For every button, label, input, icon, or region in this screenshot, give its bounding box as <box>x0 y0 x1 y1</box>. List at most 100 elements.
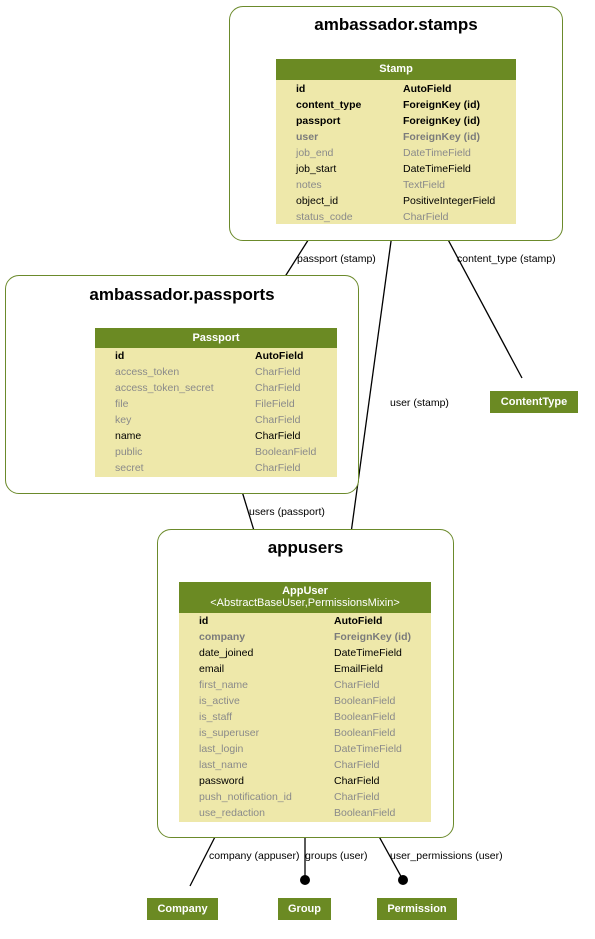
field-row: passport ForeignKey (id) <box>276 113 516 129</box>
field-name: last_name <box>199 759 248 771</box>
field-row: use_redaction BooleanField <box>179 805 431 821</box>
field-row: is_staff BooleanField <box>179 709 431 725</box>
field-row: content_type ForeignKey (id) <box>276 97 516 113</box>
model-contenttype[interactable]: ContentType <box>490 391 578 413</box>
field-name: user <box>296 131 319 143</box>
model-appuser[interactable]: AppUser <AbstractBaseUser,PermissionsMix… <box>179 582 431 822</box>
field-name: id <box>296 83 306 95</box>
field-type: DateTimeField <box>403 147 471 159</box>
field-type: ForeignKey (id) <box>334 631 412 643</box>
field-name: is_staff <box>199 711 233 723</box>
field-type: FileField <box>255 398 295 410</box>
field-type: CharField <box>255 414 301 426</box>
model-permission[interactable]: Permission <box>377 898 457 920</box>
model-header: Stamp <box>276 59 516 80</box>
field-row: first_name CharField <box>179 677 431 693</box>
model-subtitle: <AbstractBaseUser,PermissionsMixin> <box>210 597 400 609</box>
field-type: BooleanField <box>334 711 396 723</box>
field-row: file FileField <box>95 396 337 412</box>
field-name: is_superuser <box>199 727 260 739</box>
edge-company-appuser <box>189 830 219 887</box>
edge-label-content-type-stamp: content_type (stamp) <box>457 253 556 265</box>
field-type: CharField <box>255 462 301 474</box>
field-type: CharField <box>255 382 301 394</box>
field-name: object_id <box>296 195 339 207</box>
field-name: name <box>115 430 142 442</box>
field-name: company <box>199 631 246 643</box>
model-title: Stamp <box>379 63 413 75</box>
field-name: file <box>115 398 129 410</box>
field-name: job_end <box>296 147 334 159</box>
field-name: public <box>115 446 143 458</box>
edge-content-type-stamp <box>444 233 523 379</box>
field-type: DateTimeField <box>334 743 402 755</box>
field-name: password <box>199 775 244 787</box>
field-type: CharField <box>403 211 449 223</box>
edge-label-passport-stamp: passport (stamp) <box>297 253 376 265</box>
field-type: TextField <box>403 179 446 191</box>
field-row: public BooleanField <box>95 444 337 460</box>
model-title: Passport <box>192 332 240 344</box>
model-title: AppUser <box>282 585 328 597</box>
cluster-title: ambassador.stamps <box>314 15 478 34</box>
field-type: DateTimeField <box>403 163 471 175</box>
field-row: email EmailField <box>179 661 431 677</box>
field-name: access_token_secret <box>115 382 214 394</box>
edge-label-user-permissions-user: user_permissions (user) <box>390 850 503 862</box>
field-name: email <box>199 663 225 675</box>
field-name: is_active <box>199 695 240 707</box>
field-row: is_active BooleanField <box>179 693 431 709</box>
field-name: job_start <box>296 163 337 175</box>
field-type: PositiveIntegerField <box>403 195 496 207</box>
field-type: BooleanField <box>334 727 396 739</box>
cluster-title: appusers <box>267 538 344 557</box>
field-name: use_redaction <box>199 807 265 819</box>
field-type: AutoField <box>334 615 383 627</box>
model-header: AppUser <AbstractBaseUser,PermissionsMix… <box>179 582 431 613</box>
field-type: AutoField <box>255 350 304 362</box>
field-type: CharField <box>334 791 380 803</box>
edge-label-users-passport: users (passport) <box>249 506 325 518</box>
model-group[interactable]: Group <box>278 898 331 920</box>
field-row: name CharField <box>95 428 337 444</box>
field-type: BooleanField <box>255 446 317 458</box>
field-type: CharField <box>255 366 301 378</box>
field-name: date_joined <box>199 647 254 659</box>
field-name: first_name <box>199 679 249 691</box>
field-name: content_type <box>296 99 362 111</box>
field-type: CharField <box>334 679 380 691</box>
field-row: company ForeignKey (id) <box>179 629 431 645</box>
field-name: id <box>115 350 125 362</box>
field-row: job_end DateTimeField <box>276 145 516 161</box>
field-name: notes <box>296 179 322 191</box>
field-name: id <box>199 615 209 627</box>
model-company[interactable]: Company <box>147 898 218 920</box>
field-row: job_start DateTimeField <box>276 161 516 177</box>
field-type: BooleanField <box>334 807 396 819</box>
field-name: passport <box>296 115 341 127</box>
field-type: BooleanField <box>334 695 396 707</box>
field-type: ForeignKey (id) <box>403 99 481 111</box>
field-row: id AutoField <box>179 613 431 629</box>
field-type: CharField <box>255 430 301 442</box>
field-name: push_notification_id <box>199 791 292 803</box>
edge-label-groups-user: groups (user) <box>305 850 368 862</box>
field-row: object_id PositiveIntegerField <box>276 193 516 209</box>
field-row: notes TextField <box>276 177 516 193</box>
field-type: DateTimeField <box>334 647 402 659</box>
field-type: EmailField <box>334 663 384 675</box>
edge-label-user-stamp: user (stamp) <box>390 397 449 409</box>
edge-dot <box>398 875 408 885</box>
field-row: push_notification_id CharField <box>179 789 431 805</box>
field-type: ForeignKey (id) <box>403 115 481 127</box>
edge-user-stamp <box>344 233 393 578</box>
